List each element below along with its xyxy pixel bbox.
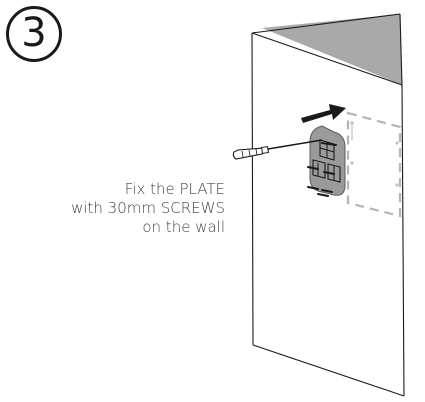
instruction-line-3: on the wall	[142, 218, 225, 236]
arrow-right-icon	[301, 104, 346, 123]
step-number-badge: 3	[6, 6, 62, 62]
step-number: 3	[21, 10, 47, 56]
wall-back-shade	[262, 14, 402, 85]
instruction-line-1: Fix the PLATE	[124, 180, 225, 198]
instruction-line-2: with 30mm SCREWS	[71, 199, 225, 217]
instruction-text: Fix the PLATE with 30mm SCREWS on the wa…	[25, 180, 225, 237]
screw-icon	[307, 142, 337, 197]
wall-panel	[251, 13, 405, 397]
mounting-plate	[309, 125, 346, 196]
screwdriver-icon	[232, 139, 323, 160]
frame-dashed-outline	[346, 111, 402, 218]
frame-dots	[350, 121, 399, 187]
